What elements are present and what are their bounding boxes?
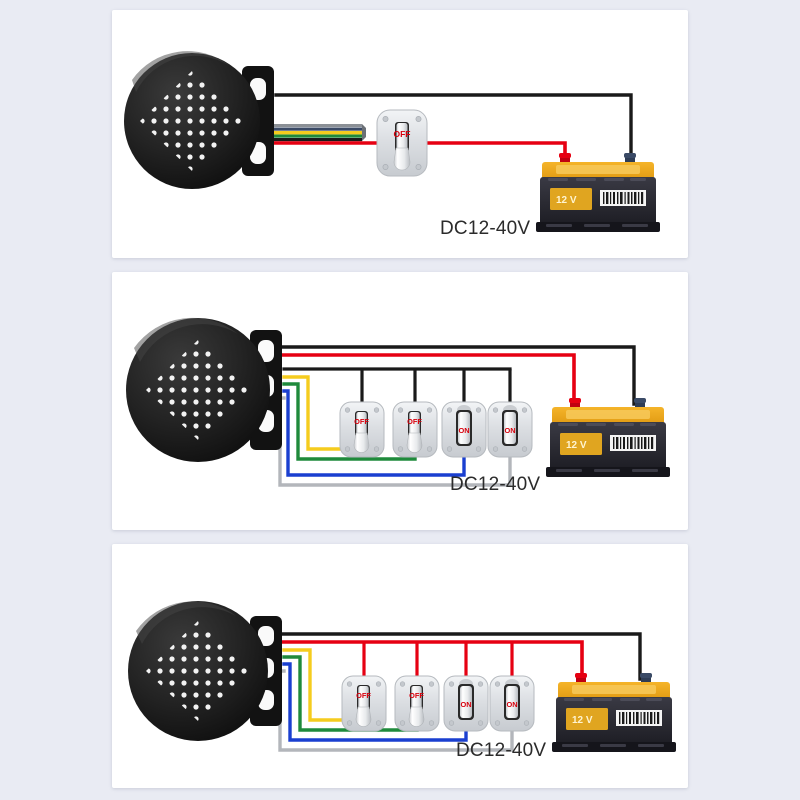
wire-green-stub (272, 134, 362, 138)
wiring-panel-2: OFF OFF (112, 272, 688, 530)
wire-yellow-stub (272, 131, 362, 135)
switch-state-label: OFF (394, 129, 411, 139)
switch-state-label: ON (458, 426, 469, 435)
wire-red-bus (280, 353, 576, 409)
siren-speaker (128, 601, 282, 741)
panel-2-scene: OFF OFF (112, 272, 688, 530)
toggle-switch-4[interactable]: ON (487, 401, 533, 458)
wire-black-bus (280, 632, 642, 681)
battery-12v: 12 V (546, 398, 670, 477)
battery-voltage-text: 12 V (556, 195, 577, 206)
switch-state-label: OFF (356, 691, 371, 700)
switch-state-label: OFF (409, 691, 424, 700)
wiring-panel-3: OFF OFF (112, 544, 688, 788)
battery-voltage-badge (560, 433, 602, 455)
wire-black-switch-rail (282, 367, 512, 402)
wire-gray-stub (272, 124, 362, 127)
wire-black-stub (272, 138, 362, 142)
battery-12v: 12 V (536, 153, 660, 232)
switch-state-label: OFF (407, 417, 422, 426)
toggle-switch-4[interactable]: ON (489, 675, 535, 732)
wire-blue-stub (272, 127, 362, 131)
panel-3-scene: OFF OFF (112, 544, 688, 788)
battery-voltage-badge (550, 188, 592, 210)
switch-state-label: ON (504, 426, 515, 435)
switch-state-label: ON (460, 700, 471, 709)
battery-voltage-badge (566, 708, 608, 730)
toggle-switch-2[interactable]: OFF (392, 401, 438, 458)
wire-blue-return (282, 389, 466, 477)
voltage-label-panel-3: DC12-40V (456, 740, 547, 761)
siren-speaker (124, 51, 274, 189)
toggle-switch-1[interactable]: OFF (341, 675, 387, 732)
battery-voltage-text: 12 V (572, 715, 593, 726)
wire-black-bus (280, 345, 636, 406)
battery-voltage-text: 12 V (566, 440, 587, 451)
wiring-panel-1: OFF 12 V (112, 10, 688, 258)
wire-red-to-battery (425, 141, 567, 164)
panel-1-scene: OFF 12 V (112, 10, 688, 258)
toggle-switch-3[interactable]: ON (443, 675, 489, 732)
voltage-label-panel-1: DC12-40V (440, 218, 531, 239)
voltage-label-panel-2: DC12-40V (450, 474, 541, 495)
wire-red-bus (280, 640, 584, 683)
toggle-switch-1[interactable]: OFF (376, 109, 428, 177)
toggle-switch-3[interactable]: ON (441, 401, 487, 458)
toggle-switch-2[interactable]: OFF (394, 675, 440, 732)
switch-state-label: ON (506, 700, 517, 709)
switch-state-label: OFF (354, 417, 369, 426)
wire-black-main (274, 93, 633, 160)
siren-speaker (126, 317, 282, 462)
wire-stub-bundle (272, 124, 366, 142)
toggle-switch-1[interactable]: OFF (339, 401, 385, 458)
battery-12v: 12 V (552, 673, 676, 752)
